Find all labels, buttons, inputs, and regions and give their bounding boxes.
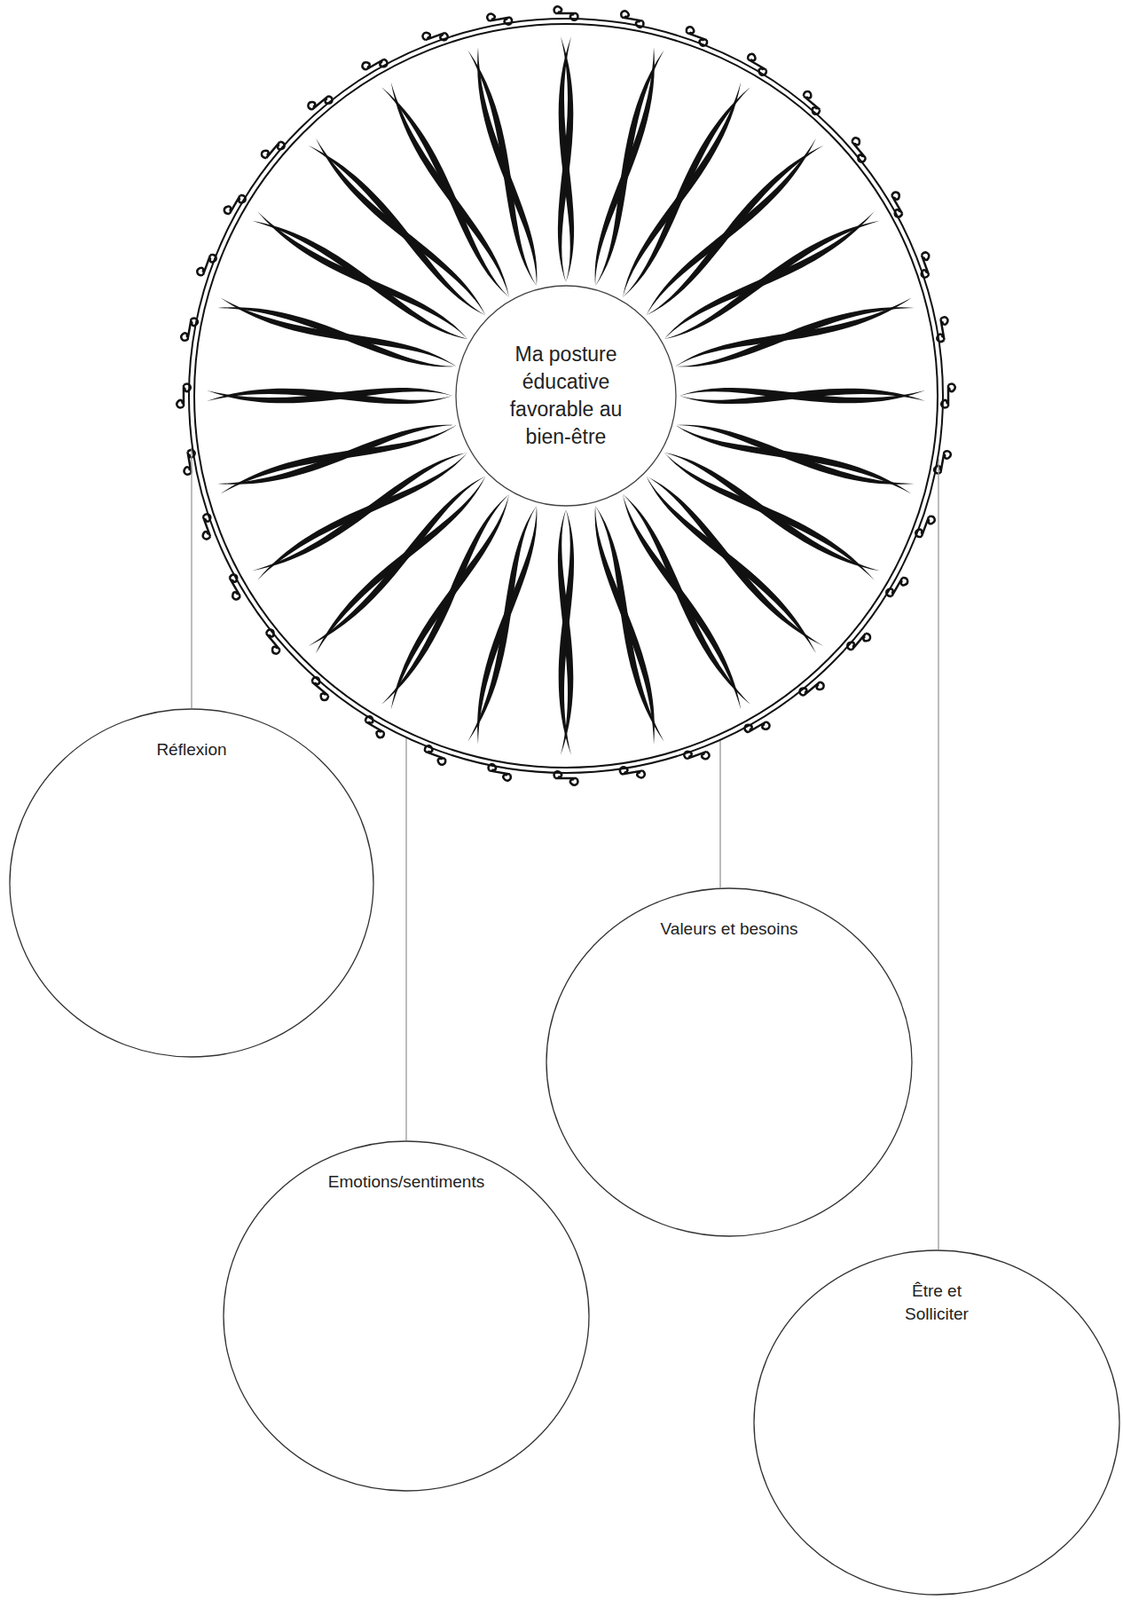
circle-heading: Être et Solliciter <box>892 1279 982 1325</box>
circle-outline <box>9 708 374 1057</box>
mandala-petal <box>206 387 453 404</box>
mandala-petals <box>206 36 926 755</box>
center-circle <box>455 285 676 506</box>
mandala-petal <box>557 36 574 283</box>
mandala-petal <box>587 502 667 745</box>
leader-connector <box>719 740 721 888</box>
center-title: Ma posture éducative favorable au bien-ê… <box>490 340 642 451</box>
leader-connector <box>937 458 939 1249</box>
circle-outline <box>223 1140 589 1491</box>
circle-node: Réflexion <box>8 707 375 1058</box>
node-outline <box>753 1248 1121 1595</box>
node-outline <box>222 1139 590 1492</box>
outer-ring <box>194 23 938 768</box>
leader-connector <box>190 447 192 708</box>
node-outline <box>545 887 913 1237</box>
circle-node: Valeurs et besoins <box>545 887 913 1237</box>
rim-swirls <box>176 6 955 785</box>
circle-outline <box>753 1249 1120 1595</box>
outer-ring <box>188 18 943 773</box>
mandala-petal <box>673 294 915 374</box>
mandala-petal <box>679 387 926 404</box>
circle-node: Être et Solliciter <box>753 1248 1121 1595</box>
mandala-node: Ma posture éducative favorable au bien-ê… <box>188 17 944 774</box>
circle-heading: Emotions/sentiments <box>273 1170 540 1194</box>
leader-connector <box>405 738 407 1140</box>
mandala-petal <box>557 509 574 755</box>
mandala-petal <box>216 416 458 496</box>
node-outline <box>188 17 944 774</box>
circle-heading: Réflexion <box>58 738 325 762</box>
node-outline <box>8 707 375 1058</box>
circle-heading: Valeurs et besoins <box>596 917 863 941</box>
circle-outline <box>546 887 912 1236</box>
mandala-petal <box>464 46 544 288</box>
circle-node: Emotions/sentiments <box>222 1139 590 1492</box>
